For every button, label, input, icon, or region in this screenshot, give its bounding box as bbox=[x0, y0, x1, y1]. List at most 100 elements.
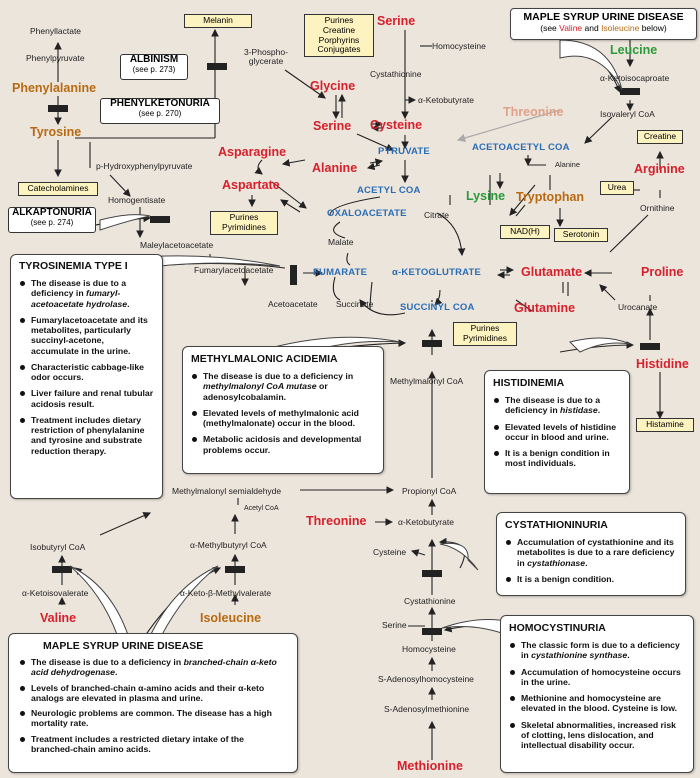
bullet: Liver failure and renal tubular acidosis… bbox=[19, 388, 154, 409]
int-alanine-small: Alanine bbox=[555, 160, 581, 169]
aa-proline: Proline bbox=[641, 265, 684, 279]
int-a-ketoisovalerate: α-Ketoisovalerate bbox=[22, 588, 89, 598]
aa-glutamine: Glutamine bbox=[514, 301, 576, 315]
aa-glycine: Glycine bbox=[310, 79, 356, 93]
urea-box: Urea bbox=[600, 181, 634, 195]
aa-isoleucine: Isoleucine bbox=[200, 611, 262, 625]
int-citrate: Citrate bbox=[424, 210, 450, 220]
central-acetyl-coa: ACETYL COA bbox=[357, 185, 421, 196]
bullet: Accumulation of cystathionine and its me… bbox=[505, 537, 677, 568]
int-serine-small: Serine bbox=[382, 620, 407, 630]
aa-valine: Valine bbox=[40, 611, 77, 625]
bullet: The disease is due to a deficiency in hi… bbox=[493, 395, 621, 416]
int-cystathionine: Cystathionine bbox=[404, 596, 456, 606]
int-methylmalonyl-coa: Methylmalonyl CoA bbox=[390, 376, 464, 386]
histidinemia-title: HISTIDINEMIA bbox=[493, 377, 565, 389]
int-isobutyryl-coa: Isobutyryl CoA bbox=[30, 542, 86, 552]
msud-bottom-title: MAPLE SYRUP URINE DISEASE bbox=[43, 640, 204, 652]
alkaptonuria-label: ALKAPTONURIA (see p. 274) bbox=[8, 207, 96, 233]
aa-tyrosine: Tyrosine bbox=[30, 125, 82, 139]
msud-top-callout: MAPLE SYRUP URINE DISEASE (see Valine an… bbox=[510, 8, 697, 40]
bullet: Treatment includes dietary restriction o… bbox=[19, 415, 154, 456]
aa-phenylalanine: Phenylalanine bbox=[12, 81, 97, 95]
central-acetoacetyl-coa: ACETOACETYL COA bbox=[472, 142, 570, 153]
central-alpha-kg: α-KETOGLUTRATE bbox=[392, 267, 482, 278]
aa-threonine: Threonine bbox=[306, 514, 367, 528]
int-succinate: Succinate bbox=[336, 299, 374, 309]
bullet: The disease is due to a deficiency in fu… bbox=[19, 278, 154, 309]
mma-title: METHYLMALONIC ACIDEMIA bbox=[191, 353, 338, 365]
serotonin-box: Serotonin bbox=[554, 228, 608, 242]
int-phosphoglycerate: 3-Phospho-glycerate bbox=[244, 47, 288, 67]
bullet: The disease is due to a deficiency in br… bbox=[19, 657, 287, 678]
int-a-ketoisocaproate: α-Ketoisocaproate bbox=[600, 73, 670, 83]
central-oxaloacetate: OXALOACETATE bbox=[327, 208, 407, 219]
pku-title: PHENYLKETONURIA bbox=[110, 98, 210, 109]
histamine-box: Histamine bbox=[636, 418, 694, 432]
bullet: It is a benign condition in most individ… bbox=[493, 448, 621, 469]
bullet: Levels of branched-chain α-amino acids a… bbox=[19, 683, 287, 704]
tyrosinemia-title: TYROSINEMIA TYPE I bbox=[19, 260, 128, 272]
tyrosinemia-card: TYROSINEMIA TYPE I The disease is due to… bbox=[10, 254, 163, 499]
bullet: Elevated levels of histidine occur in bl… bbox=[493, 422, 621, 443]
mma-bullets: The disease is due to a deficiency in me… bbox=[191, 371, 375, 455]
albinism-label: ALBINISM (see p. 273) bbox=[120, 54, 188, 80]
cystathioninuria-bullets: Accumulation of cystathionine and its me… bbox=[505, 537, 677, 584]
int-acetoacetate: Acetoacetate bbox=[268, 299, 318, 309]
central-fumarate: FUMARATE bbox=[313, 267, 368, 278]
aa-lysine: Lysine bbox=[466, 189, 506, 203]
int-ornithine: Ornithine bbox=[640, 203, 675, 213]
homocystinuria-title: HOMOCYSTINURIA bbox=[509, 622, 606, 634]
int-homogentisate: Homogentisate bbox=[108, 195, 166, 205]
bullet: Treatment includes a restricted dietary … bbox=[19, 734, 287, 755]
aa-tryptophan: Tryptophan bbox=[516, 190, 585, 204]
mma-card: METHYLMALONIC ACIDEMIA The disease is du… bbox=[182, 346, 384, 474]
bullet: Neurologic problems are common. The dise… bbox=[19, 708, 287, 729]
int-phenyllactate: Phenyllactate bbox=[30, 26, 82, 36]
int-acetyl-coa-small: Acetyl CoA bbox=[244, 505, 279, 512]
int-p-hpp: p-Hydroxyphenylpyruvate bbox=[96, 161, 193, 171]
aa-threonine-faded: Threonine bbox=[503, 105, 564, 119]
tyrosinemia-bullets: The disease is due to a deficiency in fu… bbox=[19, 278, 154, 456]
bullet: It is a benign condition. bbox=[505, 574, 677, 584]
int-sah: S-Adenosylhomocysteine bbox=[378, 674, 474, 684]
aa-aspartate: Aspartate bbox=[222, 178, 280, 192]
bullet: Accumulation of homocysteine occurs in t… bbox=[509, 667, 685, 688]
int-methylmalonyl-sa: Methylmalonyl semialdehyde bbox=[172, 486, 282, 496]
block-bar bbox=[207, 63, 227, 70]
int-homocysteine: Homocysteine bbox=[402, 644, 456, 654]
aa-asparagine: Asparagine bbox=[218, 145, 287, 159]
int-maleylacetoacetate: Maleylacetoacetate bbox=[140, 240, 214, 250]
int-fumarylacetoacetate: Fumarylacetoacetate bbox=[194, 265, 274, 275]
cystathioninuria-card: CYSTATHIONINURIA Accumulation of cystath… bbox=[496, 512, 686, 596]
int-cystathionine-top: Cystathionine bbox=[370, 69, 422, 79]
aa-glutamate: Glutamate bbox=[521, 265, 583, 279]
block-bar bbox=[52, 566, 72, 573]
aa-alanine: Alanine bbox=[312, 161, 358, 175]
homocystinuria-bullets: The classic form is due to a deficiency … bbox=[509, 640, 685, 750]
bullet: The disease is due to a deficiency in me… bbox=[191, 371, 375, 402]
block-bar bbox=[48, 105, 68, 112]
bullet: Metabolic acidosis and developmental pro… bbox=[191, 434, 375, 455]
msud-top-note: (see Valine and Isoleucine below) bbox=[540, 23, 667, 33]
aa-methionine: Methionine bbox=[397, 759, 463, 773]
block-bar bbox=[225, 566, 245, 573]
int-malate: Malate bbox=[328, 237, 354, 247]
melanin-box: Melanin bbox=[184, 14, 252, 28]
catecholamines-box: Catecholamines bbox=[18, 182, 98, 196]
int-urocanate: Urocanate bbox=[618, 302, 658, 312]
albinism-ref: (see p. 273) bbox=[132, 64, 176, 74]
aa-leucine: Leucine bbox=[610, 43, 658, 57]
bullet: Fumarylacetoacetate and its metabolites,… bbox=[19, 315, 154, 356]
aa-serine-mid: Serine bbox=[313, 119, 352, 133]
msud-top-title: MAPLE SYRUP URINE DISEASE bbox=[523, 11, 684, 23]
aa-serine-top: Serine bbox=[377, 14, 416, 28]
creatine-box: Creatine bbox=[637, 130, 683, 144]
msud-bottom-bullets: The disease is due to a deficiency in br… bbox=[19, 657, 287, 754]
int-homocysteine-top: Homocysteine bbox=[432, 41, 486, 51]
block-bar bbox=[620, 88, 640, 95]
int-a-keto-b-methylvalerate: α-Keto-β-Methylvalerate bbox=[180, 588, 272, 598]
albinism-title: ALBINISM bbox=[129, 54, 179, 65]
